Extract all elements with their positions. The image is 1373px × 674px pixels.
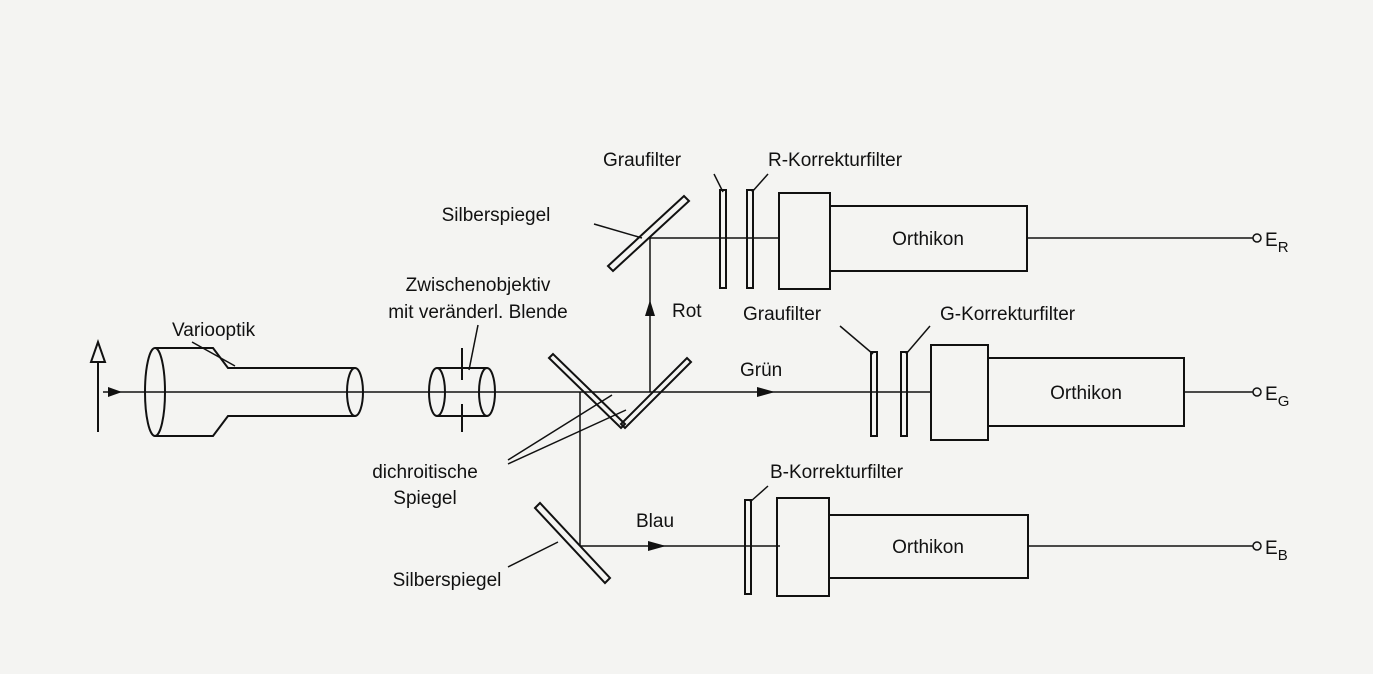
silver-mirror-top — [606, 194, 691, 273]
orthikon-b-head — [776, 497, 830, 597]
blue-direction-arrow — [648, 541, 666, 551]
r-korrekturfilter — [746, 189, 754, 289]
orthikon-r-head — [778, 192, 831, 290]
graufilter-r-leader — [713, 173, 724, 193]
zwischenobjektiv-lens — [428, 348, 496, 432]
orthikon-g-head — [930, 344, 989, 441]
variooptik-lens — [144, 347, 364, 437]
silberspiegel-top-label: Silberspiegel — [442, 205, 551, 226]
rot-label: Rot — [672, 301, 702, 322]
output-b-label: EB — [1265, 538, 1288, 564]
red-direction-arrow — [645, 300, 655, 316]
orthikon-b-label: Orthikon — [892, 537, 964, 558]
object-arrow — [89, 338, 122, 432]
variooptik-label: Variooptik — [172, 320, 256, 341]
dichroic-mirror-1 — [547, 352, 627, 430]
silver-bottom-leader — [507, 541, 559, 568]
dichroic-label-line2: Spiegel — [393, 488, 456, 509]
output-b-terminal — [1252, 541, 1262, 551]
orthikon-g-label: Orthikon — [1050, 383, 1122, 404]
green-direction-arrow — [757, 387, 775, 397]
silberspiegel-bottom-label: Silberspiegel — [393, 570, 502, 591]
silver-mirror-bottom — [533, 501, 612, 585]
b-korrektur-leader — [749, 485, 769, 503]
graufilter-g-leader — [839, 325, 874, 355]
gruen-label: Grün — [740, 360, 782, 381]
b-korrekturfilter-label: B-Korrekturfilter — [770, 462, 904, 483]
dichroic-label-line1: dichroitische — [372, 462, 478, 483]
r-korrekturfilter-label: R-Korrekturfilter — [768, 150, 903, 171]
r-korrektur-leader — [751, 173, 769, 193]
g-korrekturfilter — [900, 351, 908, 437]
output-r-terminal — [1252, 233, 1262, 243]
graufilter-r — [719, 189, 727, 289]
graufilter-g — [870, 351, 878, 437]
zwischenobjektiv-label-line2: mit veränderl. Blende — [388, 302, 568, 323]
zwischen-leader — [468, 324, 479, 371]
silver-top-leader — [593, 223, 643, 239]
graufilter-r-label: Graufilter — [603, 150, 682, 171]
graufilter-g-label: Graufilter — [743, 304, 822, 325]
output-r-label: ER — [1265, 230, 1289, 256]
zwischenobjektiv-label-line1: Zwischenobjektiv — [406, 275, 551, 296]
variooptik-leader — [191, 341, 236, 367]
dichroic-mirror-2 — [619, 356, 693, 430]
blau-label: Blau — [636, 511, 674, 532]
output-g-label: EG — [1265, 384, 1289, 410]
g-korrektur-leader — [905, 325, 931, 355]
dichroic-leaders — [507, 394, 627, 465]
output-g-terminal — [1252, 387, 1262, 397]
b-korrekturfilter — [744, 499, 752, 595]
g-korrekturfilter-label: G-Korrekturfilter — [940, 304, 1076, 325]
orthikon-r-label: Orthikon — [892, 229, 964, 250]
